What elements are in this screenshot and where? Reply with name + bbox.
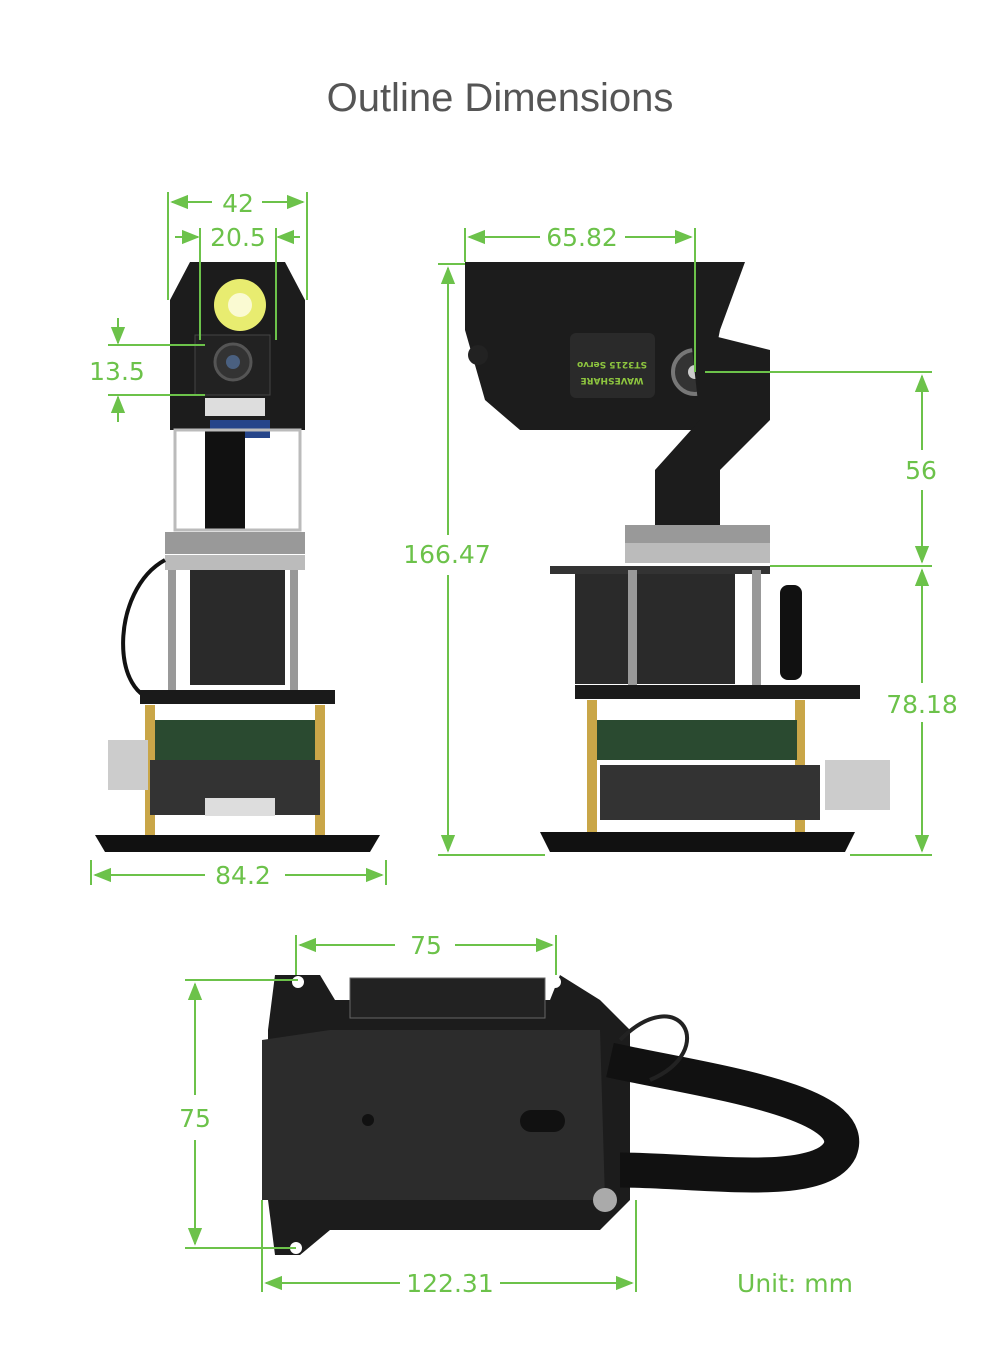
bottom-dimension-lines [185, 935, 637, 1292]
dim-bottom-depth: 75 [179, 1104, 211, 1133]
dim-front-width: 42 [222, 189, 254, 218]
servo-model-text: ST3215 Servo [577, 359, 647, 369]
bottom-view-device [262, 975, 859, 1255]
servo-label-plate [570, 333, 655, 398]
front-dimension-lines [90, 192, 387, 885]
dim-tilt-axis-height: 56 [905, 456, 937, 485]
side-view-device: ST3215 Servo WAVESHARE [465, 262, 890, 852]
dim-base-width: 84.2 [215, 861, 271, 890]
front-view-device [95, 262, 380, 852]
dim-camera-height: 13.5 [89, 357, 145, 386]
dim-lens-spacing: 20.5 [210, 223, 266, 252]
unit-label: Unit: mm [737, 1269, 853, 1298]
page-title: Outline Dimensions [326, 76, 674, 120]
dim-bottom-length: 122.31 [406, 1269, 493, 1298]
dim-bottom-width: 75 [410, 931, 442, 960]
side-dimension-lines [438, 228, 932, 856]
brand-logo-text: WAVESHARE [580, 375, 643, 385]
dim-side-depth: 65.82 [546, 223, 618, 252]
dim-total-height: 166.47 [403, 540, 490, 569]
dim-lower-height: 78.18 [886, 690, 958, 719]
